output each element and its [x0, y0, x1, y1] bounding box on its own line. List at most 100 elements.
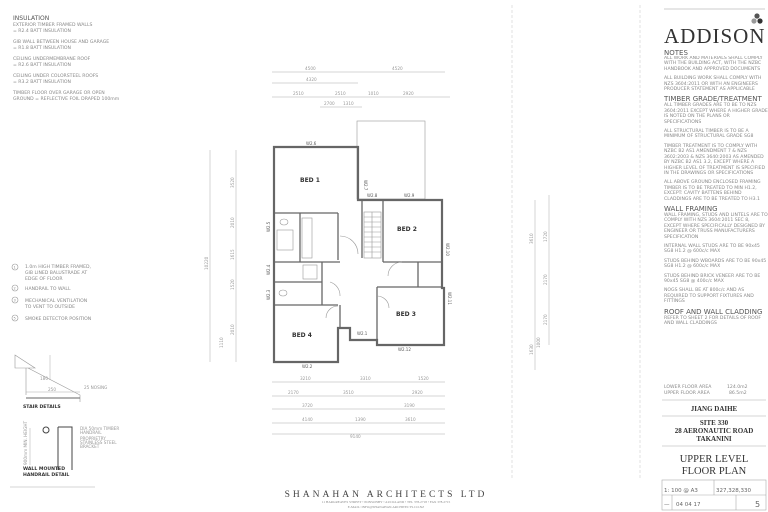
note-line: EXTERIOR TIMBER FRAMED WALLS: [13, 22, 93, 28]
scale-value: 1: 100 @ A3: [664, 488, 698, 494]
handrail-title: HANDRAIL DETAIL: [23, 472, 69, 478]
keynote-marker: [11, 296, 19, 304]
note-line: CEILING UNDER COLORSTEEL ROOFS: [13, 73, 98, 79]
handrail-title: WALL MOUNTED: [23, 466, 65, 472]
dim-label: 4500: [305, 66, 316, 71]
note-paragraph: INTERNAL WALL STUDS ARE TO BE 90x45 SG8 …: [664, 243, 760, 255]
note-paragraph: ALL STRUCTURAL TIMBER IS TO BE A MINIMUM…: [664, 129, 754, 140]
brand-logo: ADDISON: [664, 24, 766, 48]
revision-value: —: [664, 502, 670, 508]
dim-label: 2700: [324, 101, 335, 106]
exterior-walls: [272, 145, 446, 364]
window-label: W2.7: [363, 180, 368, 191]
bathroom-fixtures: [276, 217, 318, 297]
architect-address: 11 HARGREAVES STREET • PONSONBY • AUCKLA…: [322, 500, 451, 504]
keynote-text: HANDRAIL TO WALL: [25, 286, 71, 292]
dim-label: 3190: [404, 403, 415, 408]
window-label: W2.4: [266, 264, 271, 275]
dim-label: 2510: [293, 91, 304, 96]
drawing-title: FLOOR PLAN: [682, 466, 747, 477]
dim-label: 4140: [302, 417, 313, 422]
note-paragraph: NOGS SHALL BE AT 800c/c AND AS REQUIRED …: [664, 288, 754, 305]
dim-label: 3510: [343, 390, 354, 395]
title-block: ADDISON NOTES ALL WORK AND MATERIALS SHA…: [661, 13, 768, 511]
window-label: W2.11: [447, 292, 452, 305]
dim-label: 4320: [306, 77, 317, 82]
dim-label: 3720: [302, 403, 313, 408]
insulation-title: INSULATION: [13, 15, 49, 22]
handrail-note: BRACKET: [80, 444, 100, 449]
dim-label: 3610: [529, 233, 534, 244]
note-paragraph: ALL BUILDING WORK SHALL COMPLY WITH NZS …: [664, 76, 762, 93]
dimensions-top: 4500 4520 4320 2510 2510 1010 2920 2700 …: [272, 66, 450, 108]
dimensions-right: 3610 1720 2170 2170 1630 1000: [529, 195, 550, 370]
dim-label: 3520: [230, 177, 235, 188]
door-swings: [325, 235, 403, 319]
keynote-number: 3: [14, 299, 16, 303]
dim-label: 1615: [230, 249, 235, 260]
note-paragraph: STUDS BEHIND BRICK VENEER ARE TO BE 90x4…: [664, 273, 761, 284]
dim-label: 3610: [405, 417, 416, 422]
floor-plan: BED 1 BED 2 BED 3 BED 4 W2.6 W2.7 W2.8 W…: [266, 120, 452, 369]
window-label: W2.10: [445, 243, 450, 256]
site-line: SITE 330: [700, 419, 729, 427]
dim-label: 3310: [360, 376, 371, 381]
window-label: W2.8: [367, 193, 378, 198]
note-paragraph: ALL ABOVE GROUND ENCLOSED FRAMING TIMBER…: [664, 180, 761, 202]
window-label: W2.1: [357, 331, 368, 336]
date-value: 04 04 17: [676, 502, 701, 508]
lower-floor-label: LOWER FLOOR AREA: [664, 384, 712, 390]
upper-floor-value: 86.5m2: [729, 390, 747, 396]
keynote-text: 1.0m HIGH TIMBER FRAMED,: [25, 264, 92, 270]
stair-nosing-label: 25 NOSING: [84, 385, 107, 390]
dim-label: 1520: [418, 376, 429, 381]
note-line: = R1.8 BATT INSULATION: [13, 45, 71, 51]
keynote-number: 2: [14, 287, 16, 291]
dimensions-left: 10220 3520 2010 1615 1520 2010 1110: [204, 150, 237, 362]
dim-label: 10220: [204, 256, 209, 270]
room-label-bed-4: BED 4: [292, 332, 312, 339]
note-line: GROUND = REFLECTIVE FOIL DRAPED 100mm: [13, 96, 120, 102]
note-line: TIMBER FLOOR OVER GARAGE OR OPEN: [12, 90, 105, 96]
dim-label: 4520: [392, 66, 403, 71]
interior-walls: [274, 200, 442, 340]
dim-label: 1630: [529, 344, 534, 355]
dim-label: 1390: [355, 417, 366, 422]
keynote-text: SMOKE DETECTOR POSITION: [25, 316, 91, 322]
site-line: TAKANINI: [696, 435, 732, 443]
dim-label: 2010: [230, 324, 235, 335]
dim-label: 1720: [543, 231, 548, 242]
note-paragraph: TIMBER TREATMENT IS TO COMPLY WITH NZBC …: [664, 143, 766, 176]
keynote-marker: [11, 263, 19, 271]
note-line: CEILING UNDERMEMBRANE ROOF: [13, 56, 91, 62]
stair-detail: 250 180 25 NOSING STAIR DETAILS: [14, 354, 107, 410]
job-number: 327,328,330: [716, 488, 751, 494]
window-label: W2.5: [266, 221, 271, 232]
stair-details-title: STAIR DETAILS: [23, 404, 61, 410]
stair-rise-dim: 180: [40, 376, 48, 381]
keynote-text: TO VENT TO OUTSIDE: [24, 304, 75, 310]
handrail-detail: 900mm MIN. HEIGHT DIA 50mm TIMBER HANDRA…: [10, 420, 119, 488]
window-label: W2.6: [306, 141, 317, 146]
note-paragraph: ALL WORK AND MATERIALS SHALL COMPLY WITH…: [664, 56, 763, 72]
client-name: JIANG DAIHE: [691, 405, 738, 413]
footer: SHANAHAN ARCHITECTS LTD 11 HARGREAVES ST…: [285, 490, 485, 509]
dim-label: 2920: [412, 390, 423, 395]
note-line: GIB WALL BETWEEN HOUSE AND GARAGE: [13, 39, 109, 45]
sheet-number: 5: [755, 500, 760, 509]
window-label: W2.9: [404, 193, 415, 198]
handrail-note: HANDRAIL: [80, 430, 102, 435]
room-label-bed-1: BED 1: [300, 177, 320, 184]
roof-title: ROOF AND WALL CLADDING: [664, 307, 763, 316]
dim-label: 9140: [350, 434, 361, 439]
dim-label: 1110: [219, 337, 224, 348]
site-line: 28 AERONAUTIC ROAD: [675, 427, 754, 435]
stair-going-dim: 250: [48, 387, 56, 392]
timber-title: TIMBER GRADE/TREATMENT: [664, 95, 762, 104]
keynotes: 1 1.0m HIGH TIMBER FRAMED, GIB LINED BAL…: [11, 263, 92, 322]
dim-label: 3210: [300, 376, 311, 381]
note-paragraph: STUDS BEHIND WBOARDS ARE TO BE 90x45 SG8…: [664, 258, 767, 270]
architect-email: E-MAIL: INFO@SHANAHAN.ARCHITECTS.CO.NZ: [348, 505, 424, 509]
